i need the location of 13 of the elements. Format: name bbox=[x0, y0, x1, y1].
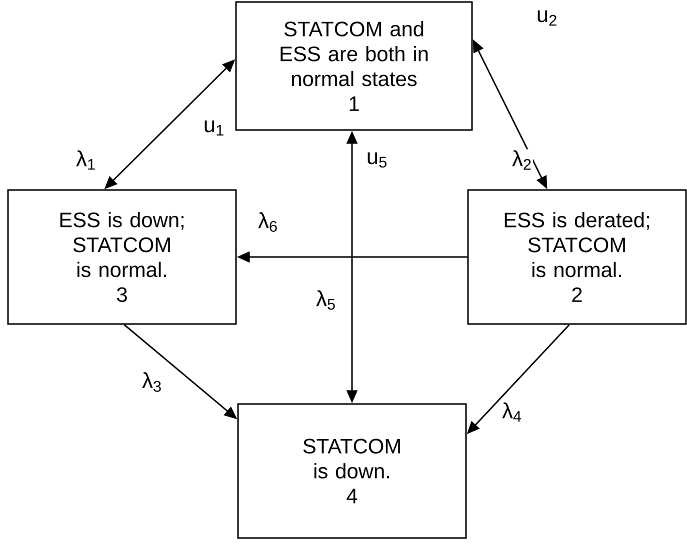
rate-label: u$_{1}$ bbox=[204, 120, 224, 136]
edge-label: λ$_{1}$ bbox=[75, 149, 97, 171]
state-box: STATCOM and ESS are both in normal states 1 bbox=[235, 1, 473, 131]
edge-label: λ$_{2}$ bbox=[511, 149, 533, 171]
state-box: ESS is down; STATCOM is normal. 3 bbox=[7, 189, 237, 325]
rate-label: u$_{2}$ bbox=[538, 10, 556, 26]
state-box: ESS is derated; STATCOM is normal. 2 bbox=[467, 189, 687, 325]
rate-label: u$_{5}$ bbox=[368, 152, 386, 168]
edge-label: λ$_{3}$ bbox=[141, 371, 163, 393]
edge-label: λ$_{6}$ bbox=[257, 211, 279, 233]
state-box: STATCOM is down. 4 bbox=[237, 403, 467, 539]
edge-label: λ$_{5}$ bbox=[315, 289, 337, 311]
edge-label: λ$_{4}$ bbox=[501, 401, 523, 423]
